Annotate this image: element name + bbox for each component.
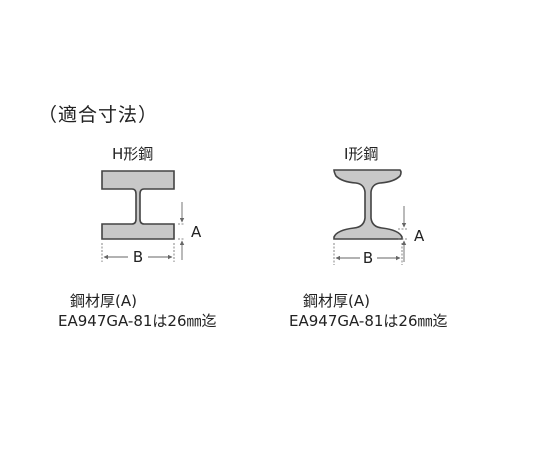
h-dim-b-label: B — [133, 248, 143, 266]
i-beam-section — [333, 169, 403, 240]
i-beam-dim-a: A — [398, 206, 425, 262]
h-beam-shape — [101, 170, 175, 240]
i-dim-b-label: B — [363, 249, 373, 267]
i-beam-shape — [333, 169, 403, 240]
i-note-line1: 鋼材厚(A) — [303, 292, 370, 310]
h-dim-a-label: A — [191, 223, 202, 241]
i-beam-label: I形鋼 — [344, 145, 379, 163]
i-note-line2: EA947GA-81は26㎜迄 — [289, 312, 448, 330]
section-title: （適合寸法） — [38, 104, 159, 126]
h-note-line2: EA947GA-81は26㎜迄 — [58, 312, 217, 330]
h-note-line1: 鋼材厚(A) — [70, 292, 137, 310]
h-beam-section — [101, 170, 175, 240]
h-beam-dim-a: A — [178, 202, 202, 260]
i-beam-dim-b: B — [333, 243, 403, 267]
i-dim-a-label: A — [414, 227, 425, 245]
h-beam-dim-b: B — [101, 243, 175, 266]
h-beam-label: H形鋼 — [112, 145, 154, 163]
